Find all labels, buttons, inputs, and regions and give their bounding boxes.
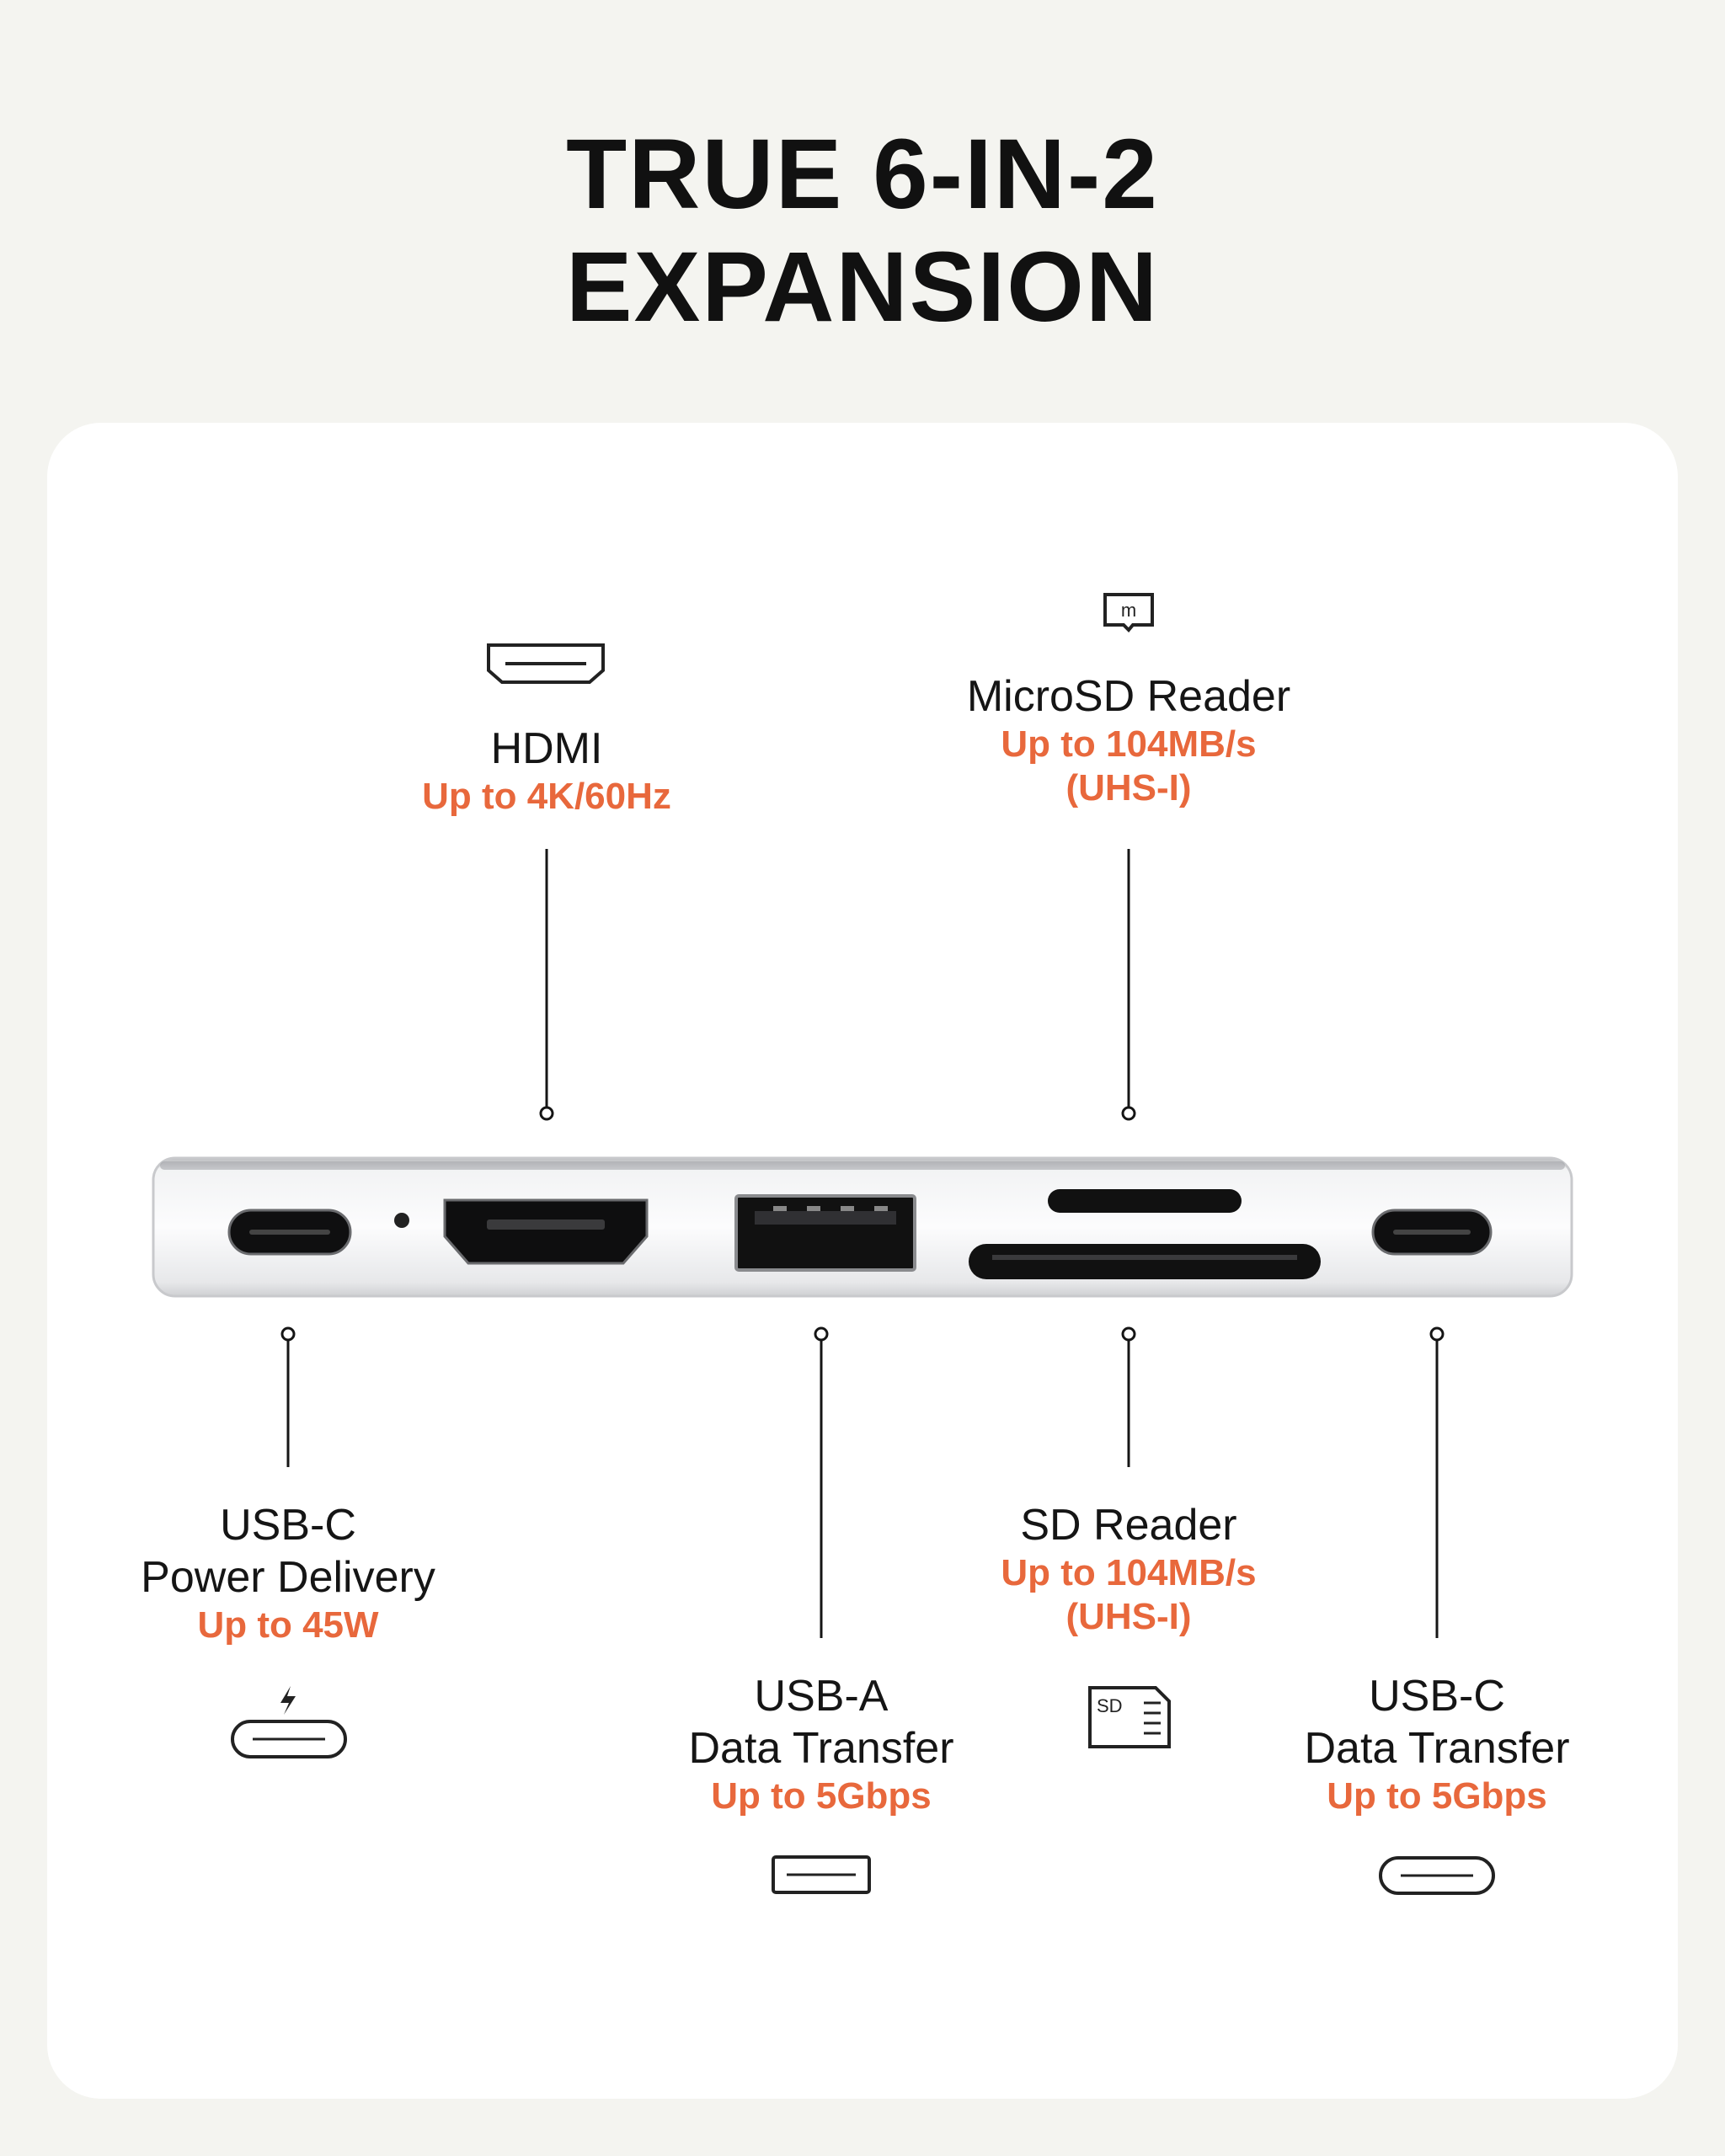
sd-card-icon xyxy=(1088,1686,1171,1748)
usb-a-port xyxy=(734,1194,916,1272)
sd-leader-dot xyxy=(1121,1326,1136,1342)
usb-a-title: USB-A xyxy=(754,1672,889,1721)
hdmi-port xyxy=(443,1198,649,1265)
microsd-title: MicroSD Reader xyxy=(966,672,1291,721)
usb-a-spec: Up to 5Gbps xyxy=(711,1775,932,1817)
usb-c-pd-spec: Up to 45W xyxy=(197,1604,379,1646)
hdmi-leader-dot xyxy=(539,1106,554,1121)
usb-c-data-leader-dot xyxy=(1429,1326,1445,1342)
usb-c-data-port xyxy=(1371,1209,1493,1256)
sd-spec-standard: (UHS-I) xyxy=(1065,1596,1192,1637)
usb-c-data-spec: Up to 5Gbps xyxy=(1327,1775,1547,1817)
hdmi-label: HDMI Up to 4K/60Hz xyxy=(378,723,715,819)
microsd-icon-glyph: m xyxy=(1121,600,1136,621)
usb-a-label: USB-A Data Transfer Up to 5Gbps xyxy=(636,1670,1007,1818)
usb-c-data-label: USB-C Data Transfer Up to 5Gbps xyxy=(1252,1670,1622,1818)
usb-c-data-subtitle: Data Transfer xyxy=(1304,1724,1570,1773)
hdmi-title: HDMI xyxy=(490,724,603,773)
microsd-spec-speed: Up to 104MB/s xyxy=(1001,723,1257,765)
microsd-leader-dot xyxy=(1121,1106,1136,1121)
usb-c-data-title: USB-C xyxy=(1369,1672,1505,1721)
usb-c-icon xyxy=(1379,1856,1495,1895)
usb-c-pd-subtitle: Power Delivery xyxy=(141,1553,435,1602)
usb-c-pd-leader-dot xyxy=(280,1326,296,1342)
sd-spec-speed: Up to 104MB/s xyxy=(1001,1552,1257,1593)
microsd-slot xyxy=(1048,1189,1242,1213)
sd-slot xyxy=(969,1244,1321,1279)
microsd-spec-standard: (UHS-I) xyxy=(1065,767,1192,808)
microsd-label: MicroSD Reader Up to 104MB/s (UHS-I) xyxy=(918,670,1339,810)
sd-label: SD Reader Up to 104MB/s (UHS-I) xyxy=(935,1499,1322,1639)
usb-c-pd-label: USB-C Power Delivery Up to 45W xyxy=(103,1499,473,1647)
microsd-card-icon xyxy=(1103,593,1154,632)
sd-title: SD Reader xyxy=(1020,1501,1237,1550)
headline-line-1: TRUE 6-IN-2 xyxy=(566,119,1159,230)
headline-line-2: EXPANSION xyxy=(565,232,1160,343)
usb-c-pd-title: USB-C xyxy=(220,1501,356,1550)
hdmi-spec: Up to 4K/60Hz xyxy=(422,776,671,817)
sd-icon-text: SD xyxy=(1097,1695,1123,1716)
headline: TRUE 6-IN-2 EXPANSION xyxy=(0,118,1725,344)
status-led xyxy=(394,1213,409,1228)
usb-a-icon xyxy=(772,1855,871,1894)
hdmi-icon xyxy=(487,643,605,684)
usb-c-power-icon xyxy=(231,1686,347,1758)
usb-a-leader-dot xyxy=(814,1326,829,1342)
usb-a-subtitle: Data Transfer xyxy=(688,1724,954,1773)
usb-hub-device xyxy=(152,1156,1573,1298)
usb-c-pd-port xyxy=(227,1209,352,1256)
